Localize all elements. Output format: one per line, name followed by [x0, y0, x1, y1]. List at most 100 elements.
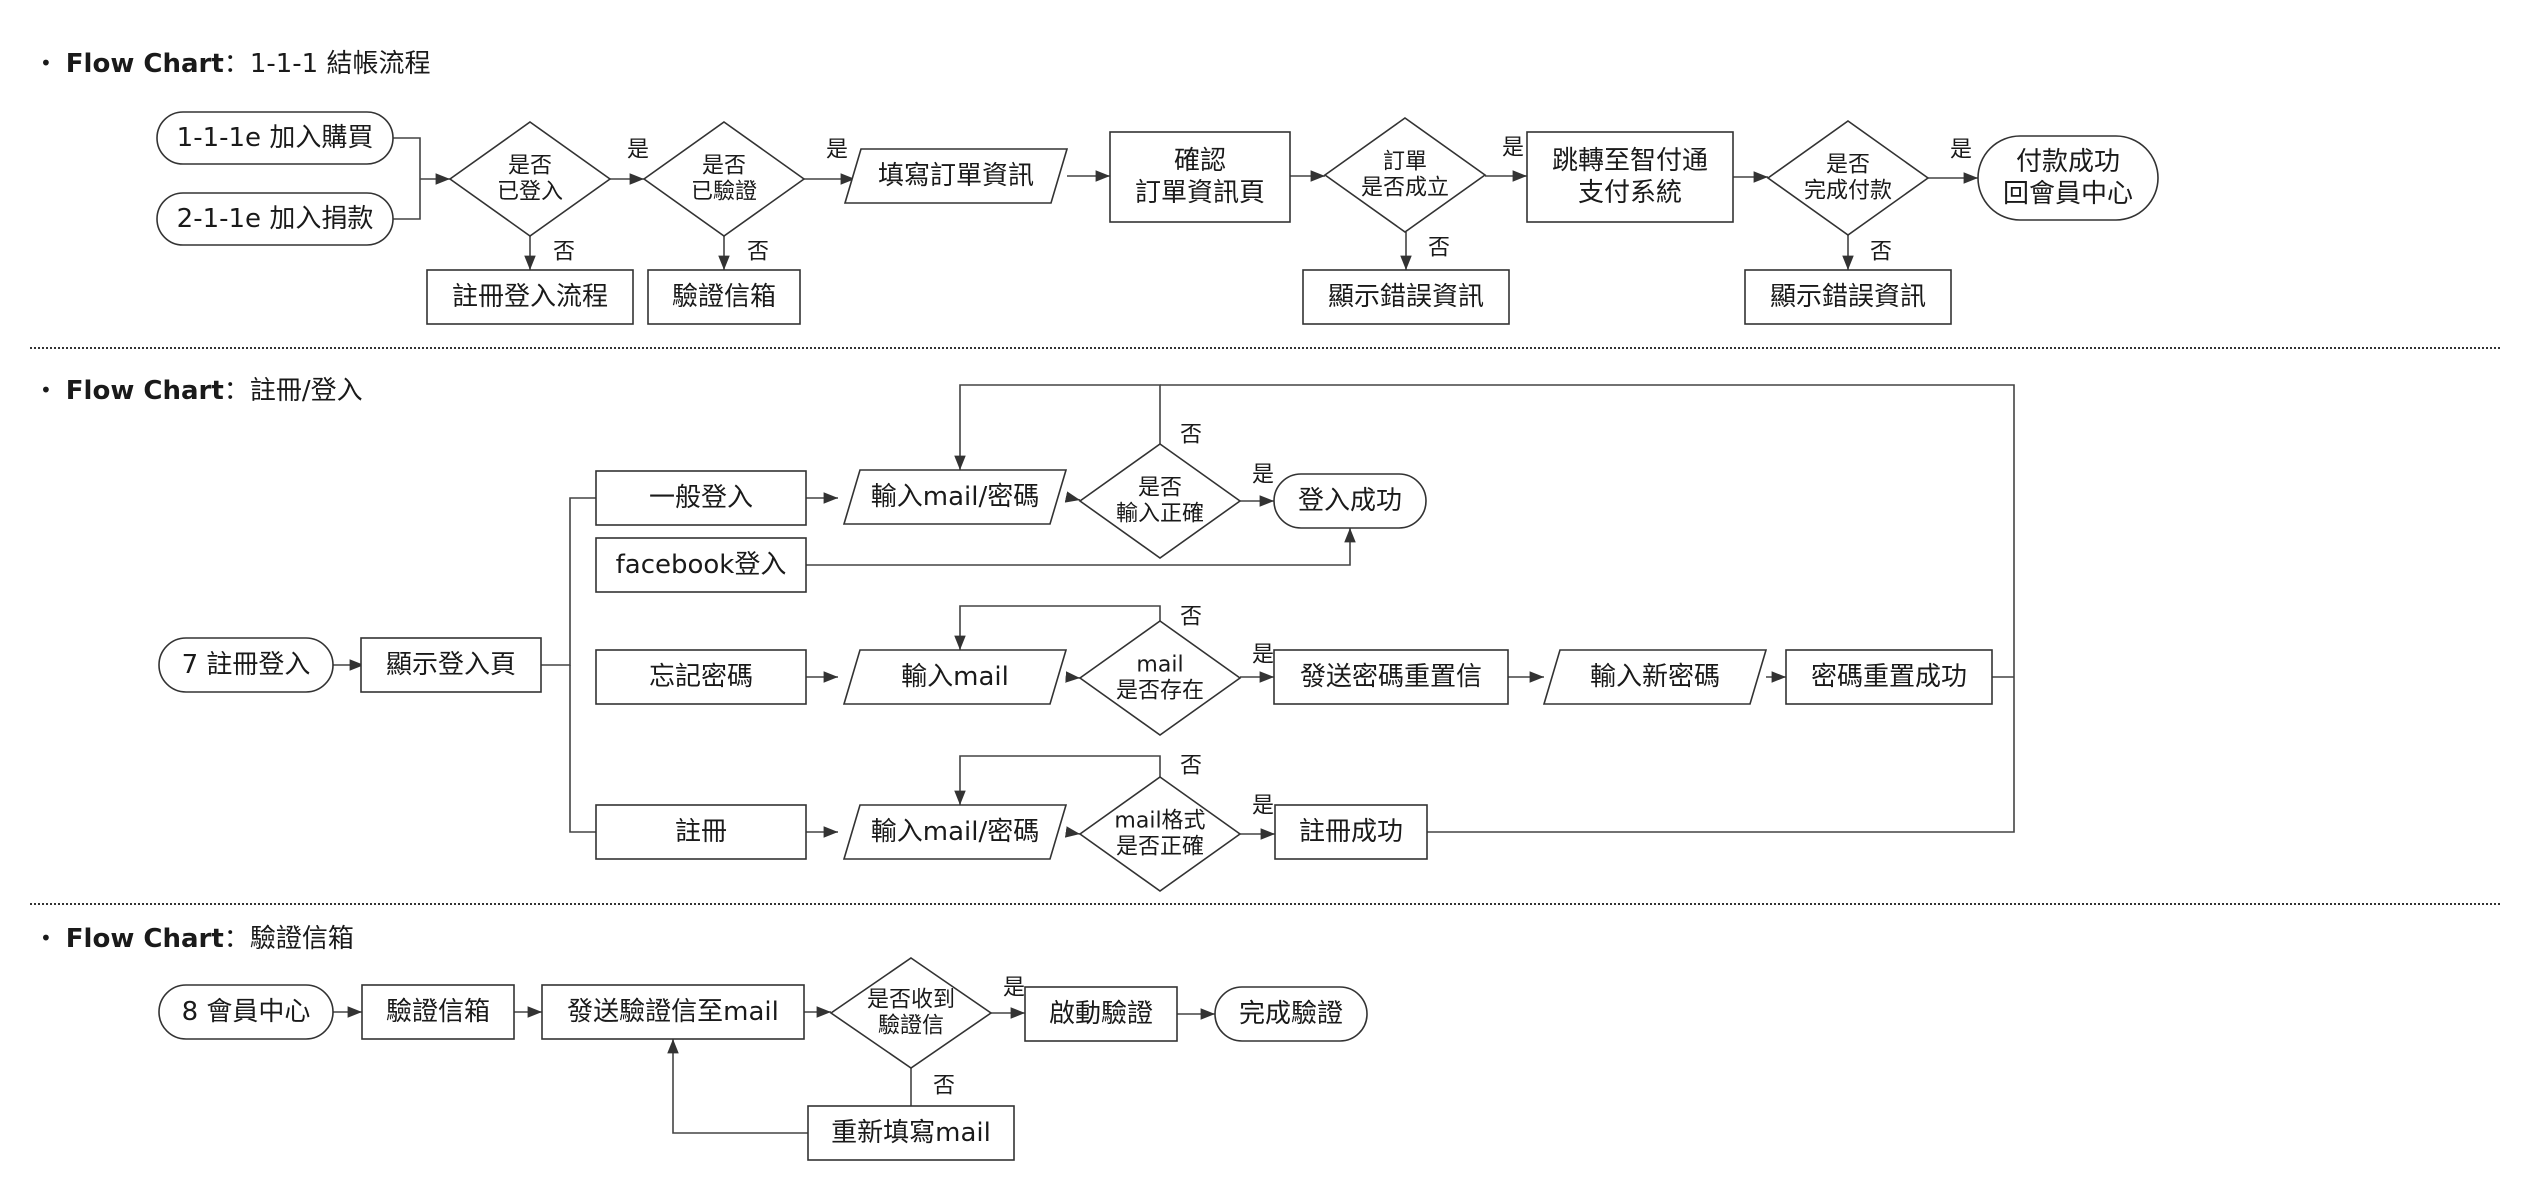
node-label: 1-1-1e 加入購買 [177, 123, 374, 153]
no-label: 否 [1180, 605, 1202, 630]
node-label: 顯示登入頁 [386, 650, 516, 680]
section-lead: Flow Chart [65, 376, 224, 406]
section-lead: Flow Chart [65, 924, 224, 954]
node-facebook-login: facebook登入 [595, 537, 807, 593]
node-label: 7 註冊登入 [182, 650, 311, 680]
bullet: • [40, 378, 52, 402]
section-title-verify-mailbox: •Flow Chart：驗證信箱 [40, 923, 354, 956]
no-label: 否 [1428, 236, 1450, 261]
node-reg-login-start: 7 註冊登入 [158, 637, 334, 693]
yes-label: 是 [1252, 643, 1274, 668]
node-label: 已登入 [497, 180, 563, 205]
connector [954, 755, 1161, 805]
node-label: 8 會員中心 [182, 997, 311, 1027]
node-add-donate: 2-1-1e 加入捐款 [156, 192, 394, 246]
node-label: 付款成功 [2016, 147, 2120, 177]
section-lead: Flow Chart [65, 49, 224, 79]
node-show-login-page: 顯示登入頁 [360, 637, 542, 693]
node-label: 已驗證 [691, 180, 757, 205]
bullet: • [40, 926, 52, 950]
node-send-reset: 發送密碼重置信 [1273, 649, 1509, 705]
node-label: mail格式 [1114, 809, 1205, 834]
node-label: 跳轉至智付通 [1552, 146, 1708, 176]
no-label: 否 [1180, 754, 1202, 779]
yes-label: 是 [1502, 136, 1524, 161]
no-label: 否 [1180, 423, 1202, 448]
no-label: 否 [933, 1074, 955, 1099]
node-label: mail [1136, 653, 1183, 678]
connector [806, 528, 1356, 566]
node-send-verify-mail: 發送驗證信至mail [541, 984, 805, 1040]
node-label: 忘記密碼 [649, 662, 753, 692]
section-colon: ： [223, 49, 250, 79]
node-input-mail-pw-1: 輸入mail/密碼 [842, 469, 1068, 525]
node-verify-mailbox-2: 驗證信箱 [361, 984, 515, 1040]
no-label: 否 [1870, 240, 1892, 265]
node-label: 輸入新密碼 [1590, 662, 1720, 692]
node-label: 是否成立 [1361, 176, 1449, 201]
node-fill-order: 填寫訂單資訊 [843, 148, 1069, 204]
node-login-success: 登入成功 [1273, 473, 1427, 529]
yes-label: 是 [826, 138, 848, 163]
connector [541, 497, 596, 666]
connector [1064, 826, 1081, 838]
node-label: 顯示錯誤資訊 [1770, 282, 1926, 312]
section-divider [30, 903, 2500, 905]
node-label: 輸入正確 [1116, 502, 1204, 527]
node-label: 重新填寫mail [831, 1118, 991, 1148]
node-reset-success: 密碼重置成功 [1785, 649, 1993, 705]
node-label: 發送驗證信至mail [567, 997, 779, 1027]
node-register-success: 註冊成功 [1274, 804, 1428, 860]
node-label: facebook登入 [616, 550, 787, 580]
node-reg-login-flow: 註冊登入流程 [426, 269, 634, 325]
section-title-register-login: • Flow Chart：註冊/登入 [40, 375, 363, 408]
connector [954, 384, 1161, 470]
yes-label: 是 [1950, 138, 1972, 163]
connector [393, 137, 421, 220]
no-label: 否 [747, 240, 769, 265]
node-register: 註冊 [595, 804, 807, 860]
connector [1064, 491, 1081, 503]
section-name: 1-1-1 結帳流程 [249, 49, 431, 79]
node-label: 是否 [508, 154, 552, 179]
node-label: 是否收到 [867, 988, 955, 1013]
yes-label: 是 [1003, 976, 1025, 1001]
bullet: • [40, 51, 52, 75]
node-label: 顯示錯誤資訊 [1328, 282, 1484, 312]
node-label: 密碼重置成功 [1811, 662, 1967, 692]
node-label: 訂單資訊頁 [1135, 178, 1265, 208]
no-label: 否 [553, 240, 575, 265]
node-forgot-pw: 忘記密碼 [595, 649, 807, 705]
connector [954, 605, 1161, 650]
node-label: 完成驗證 [1239, 999, 1343, 1029]
section-name: 註冊/登入 [249, 376, 363, 406]
node-label: 是否 [1138, 476, 1182, 501]
node-label: 驗證信 [878, 1014, 944, 1039]
node-label: 2-1-1e 加入捐款 [177, 204, 374, 234]
section-divider [30, 347, 2500, 349]
section-colon: ： [223, 376, 250, 406]
section-title-checkout: • Flow Chart：1-1-1 結帳流程 [40, 48, 430, 81]
node-label: 一般登入 [649, 483, 753, 513]
connector [667, 1039, 808, 1134]
node-input-mail-pw-2: 輸入mail/密碼 [842, 804, 1068, 860]
node-label: 註冊成功 [1299, 817, 1403, 847]
yes-label: 是 [1252, 794, 1274, 819]
node-label: 回會員中心 [2003, 179, 2133, 209]
node-input-new-pw: 輸入新密碼 [1542, 649, 1768, 705]
node-label: 是否正確 [1116, 835, 1204, 860]
section-colon: ： [223, 924, 250, 954]
node-label: 輸入mail/密碼 [871, 817, 1039, 847]
node-label: 是否 [702, 154, 746, 179]
node-label: 驗證信箱 [386, 997, 490, 1027]
node-verify-mailbox-1: 驗證信箱 [647, 269, 801, 325]
node-label: 註冊 [675, 817, 727, 847]
